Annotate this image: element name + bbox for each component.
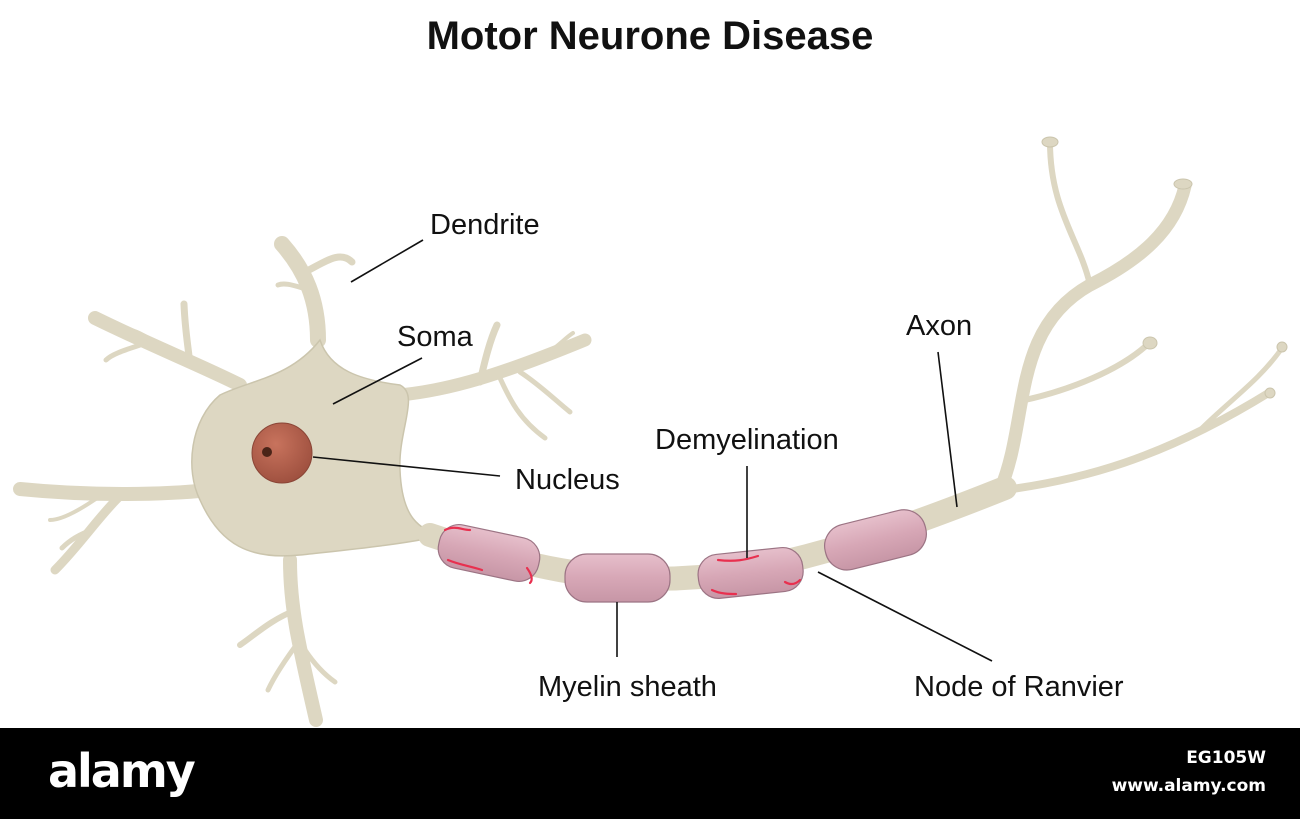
dendrite-leader	[350, 239, 424, 283]
alamy-logo: alamy	[48, 744, 196, 798]
axon-terminals	[993, 139, 1285, 497]
nucleus	[251, 422, 313, 484]
site-url: www.alamy.com	[1111, 776, 1266, 796]
label-soma: Soma	[397, 321, 473, 353]
myelin-segment-2	[564, 553, 671, 603]
nucleus-leader	[312, 456, 501, 477]
terminal-buttons	[1041, 136, 1288, 399]
label-nucleus: Nucleus	[515, 464, 620, 496]
myelin-segments	[437, 509, 927, 603]
node-of-ranvier-leader	[817, 571, 993, 662]
image-id: EG105W	[1186, 748, 1266, 768]
myelin-segment-1	[437, 523, 541, 583]
label-dendrite: Dendrite	[430, 209, 540, 241]
label-demyelination: Demyelination	[655, 424, 839, 456]
page-title: Motor Neurone Disease	[426, 14, 874, 58]
soma-body	[191, 338, 443, 557]
demyelination-marks	[443, 526, 802, 596]
label-axon: Axon	[906, 310, 973, 342]
axon-leader	[937, 351, 958, 508]
watermark-footer: alamy EG105W www.alamy.com	[0, 728, 1300, 819]
soma-leader	[332, 357, 423, 405]
myelin-segment-4	[824, 509, 927, 571]
dendrite-branches	[13, 236, 592, 727]
label-node-of-ranvier: Node of Ranvier	[914, 671, 1124, 703]
myelin-segment-3	[697, 546, 804, 599]
label-myelin-sheath: Myelin sheath	[538, 671, 717, 703]
leader-lines	[312, 239, 993, 662]
